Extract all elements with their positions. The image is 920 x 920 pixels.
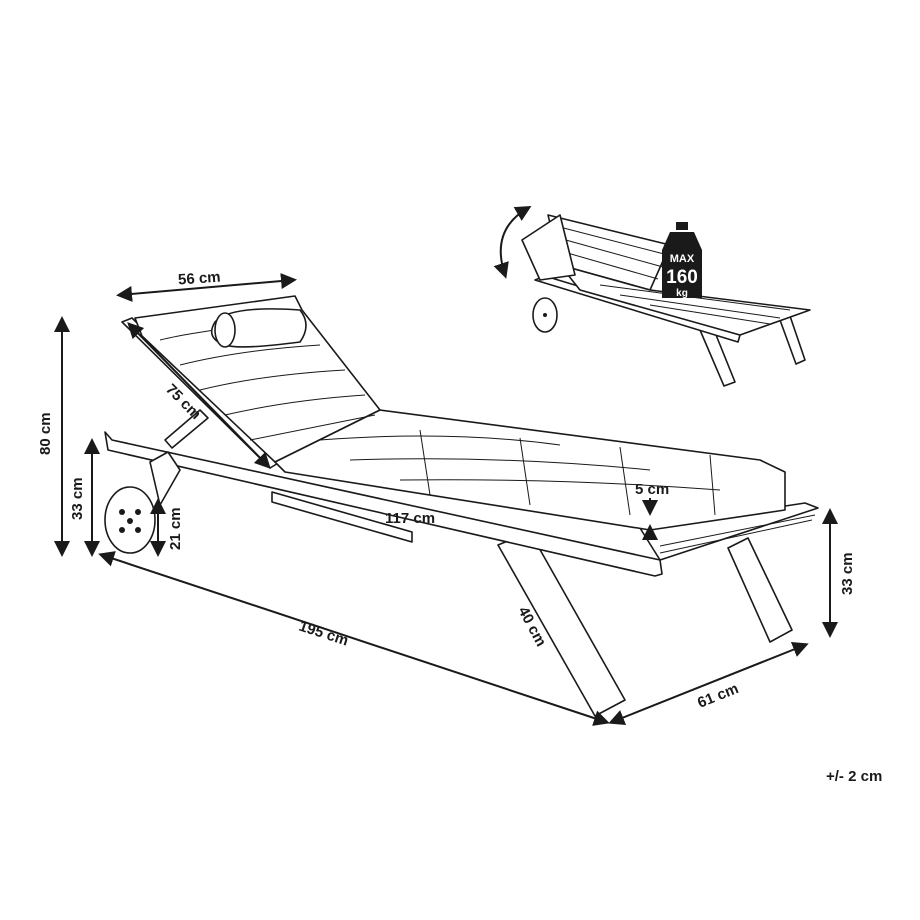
label-backrest-width: 56 cm: [177, 269, 221, 289]
label-total-length: 195 cm: [297, 618, 351, 650]
crossbar: [271, 491, 413, 543]
label-seat-height-right: 33 cm: [839, 552, 856, 595]
label-total-height: 80 cm: [37, 412, 54, 455]
reclined-lounger-inset: [493, 205, 811, 387]
label-seat-height-left: 33 cm: [69, 477, 86, 520]
max-load-value: 160: [666, 267, 698, 288]
seat-cushion: [274, 409, 786, 531]
dimension-lines: [54, 273, 838, 726]
label-wheel-height: 21 cm: [167, 507, 184, 550]
max-load-unit: kg: [676, 288, 688, 299]
side-rail: [104, 431, 663, 577]
tolerance-note: +/- 2 cm: [826, 768, 882, 785]
front-leg: [727, 537, 793, 643]
label-total-width: 61 cm: [695, 680, 741, 712]
label-cushion-thickness: 5 cm: [635, 481, 669, 498]
label-cushion-length: 117 cm: [385, 510, 435, 527]
wheel: [104, 486, 156, 554]
headrest-pillow: [210, 308, 307, 348]
max-load-label: MAX: [670, 253, 695, 265]
max-load-weight-icon: MAX 160 kg: [662, 222, 702, 299]
sun-lounger: [104, 295, 819, 717]
recline-rotation-icon: [493, 205, 532, 279]
